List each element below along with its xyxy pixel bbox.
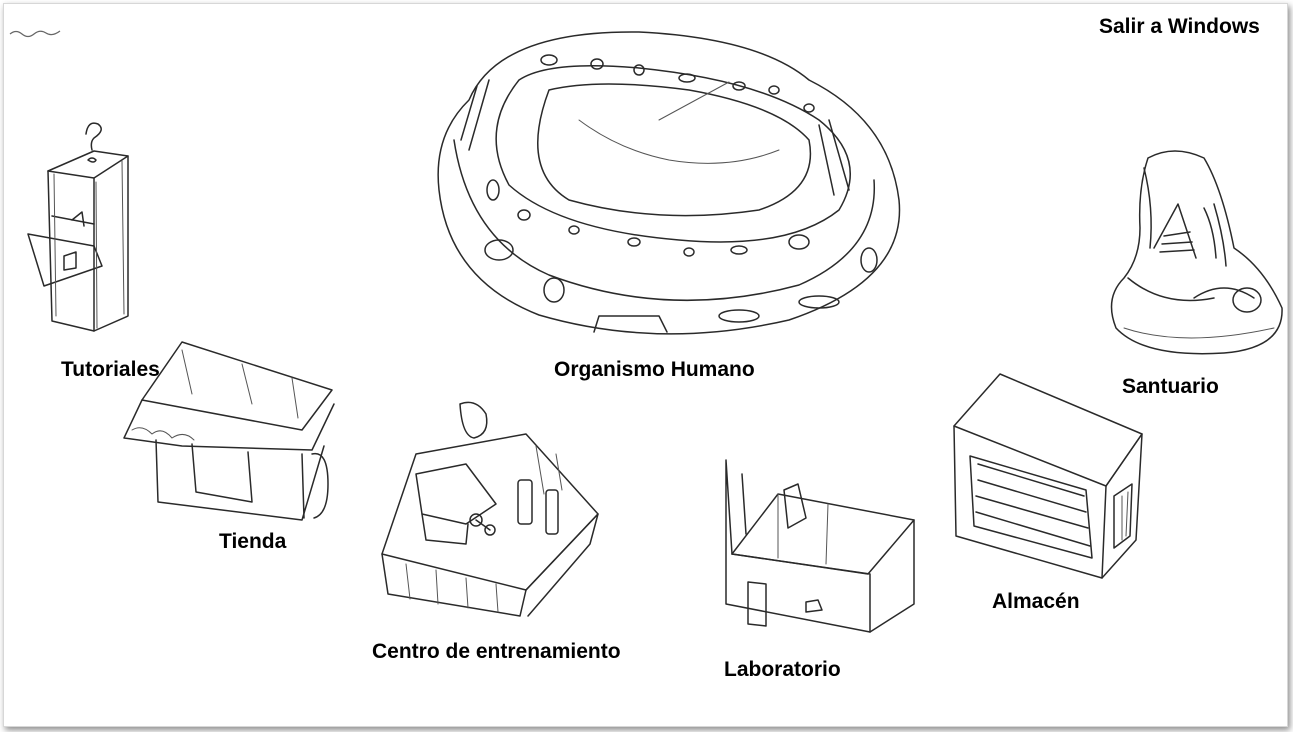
shop-stall-icon[interactable] bbox=[122, 334, 337, 526]
organismo-humano-label[interactable]: Organismo Humano bbox=[554, 358, 755, 381]
almacen-label[interactable]: Almacén bbox=[992, 590, 1080, 613]
main-menu-window: Salir a Windows Tutoriales bbox=[3, 3, 1288, 727]
storage-box-icon[interactable] bbox=[946, 360, 1151, 592]
training-gym-icon[interactable] bbox=[376, 394, 606, 619]
tienda-label[interactable]: Tienda bbox=[219, 530, 287, 553]
tutoriales-label[interactable]: Tutoriales bbox=[61, 358, 160, 381]
organism-body-icon[interactable] bbox=[429, 20, 919, 340]
squiggle-decoration bbox=[9, 30, 61, 38]
question-kiosk-icon[interactable] bbox=[24, 116, 139, 346]
centro-entrenamiento-label[interactable]: Centro de entrenamiento bbox=[372, 640, 621, 663]
laboratory-icon[interactable] bbox=[718, 454, 923, 639]
exit-to-windows-button[interactable]: Salir a Windows bbox=[1099, 15, 1260, 38]
laboratorio-label[interactable]: Laboratorio bbox=[724, 658, 841, 681]
santuario-label[interactable]: Santuario bbox=[1122, 375, 1219, 398]
sanctuary-icon[interactable] bbox=[1104, 148, 1287, 358]
